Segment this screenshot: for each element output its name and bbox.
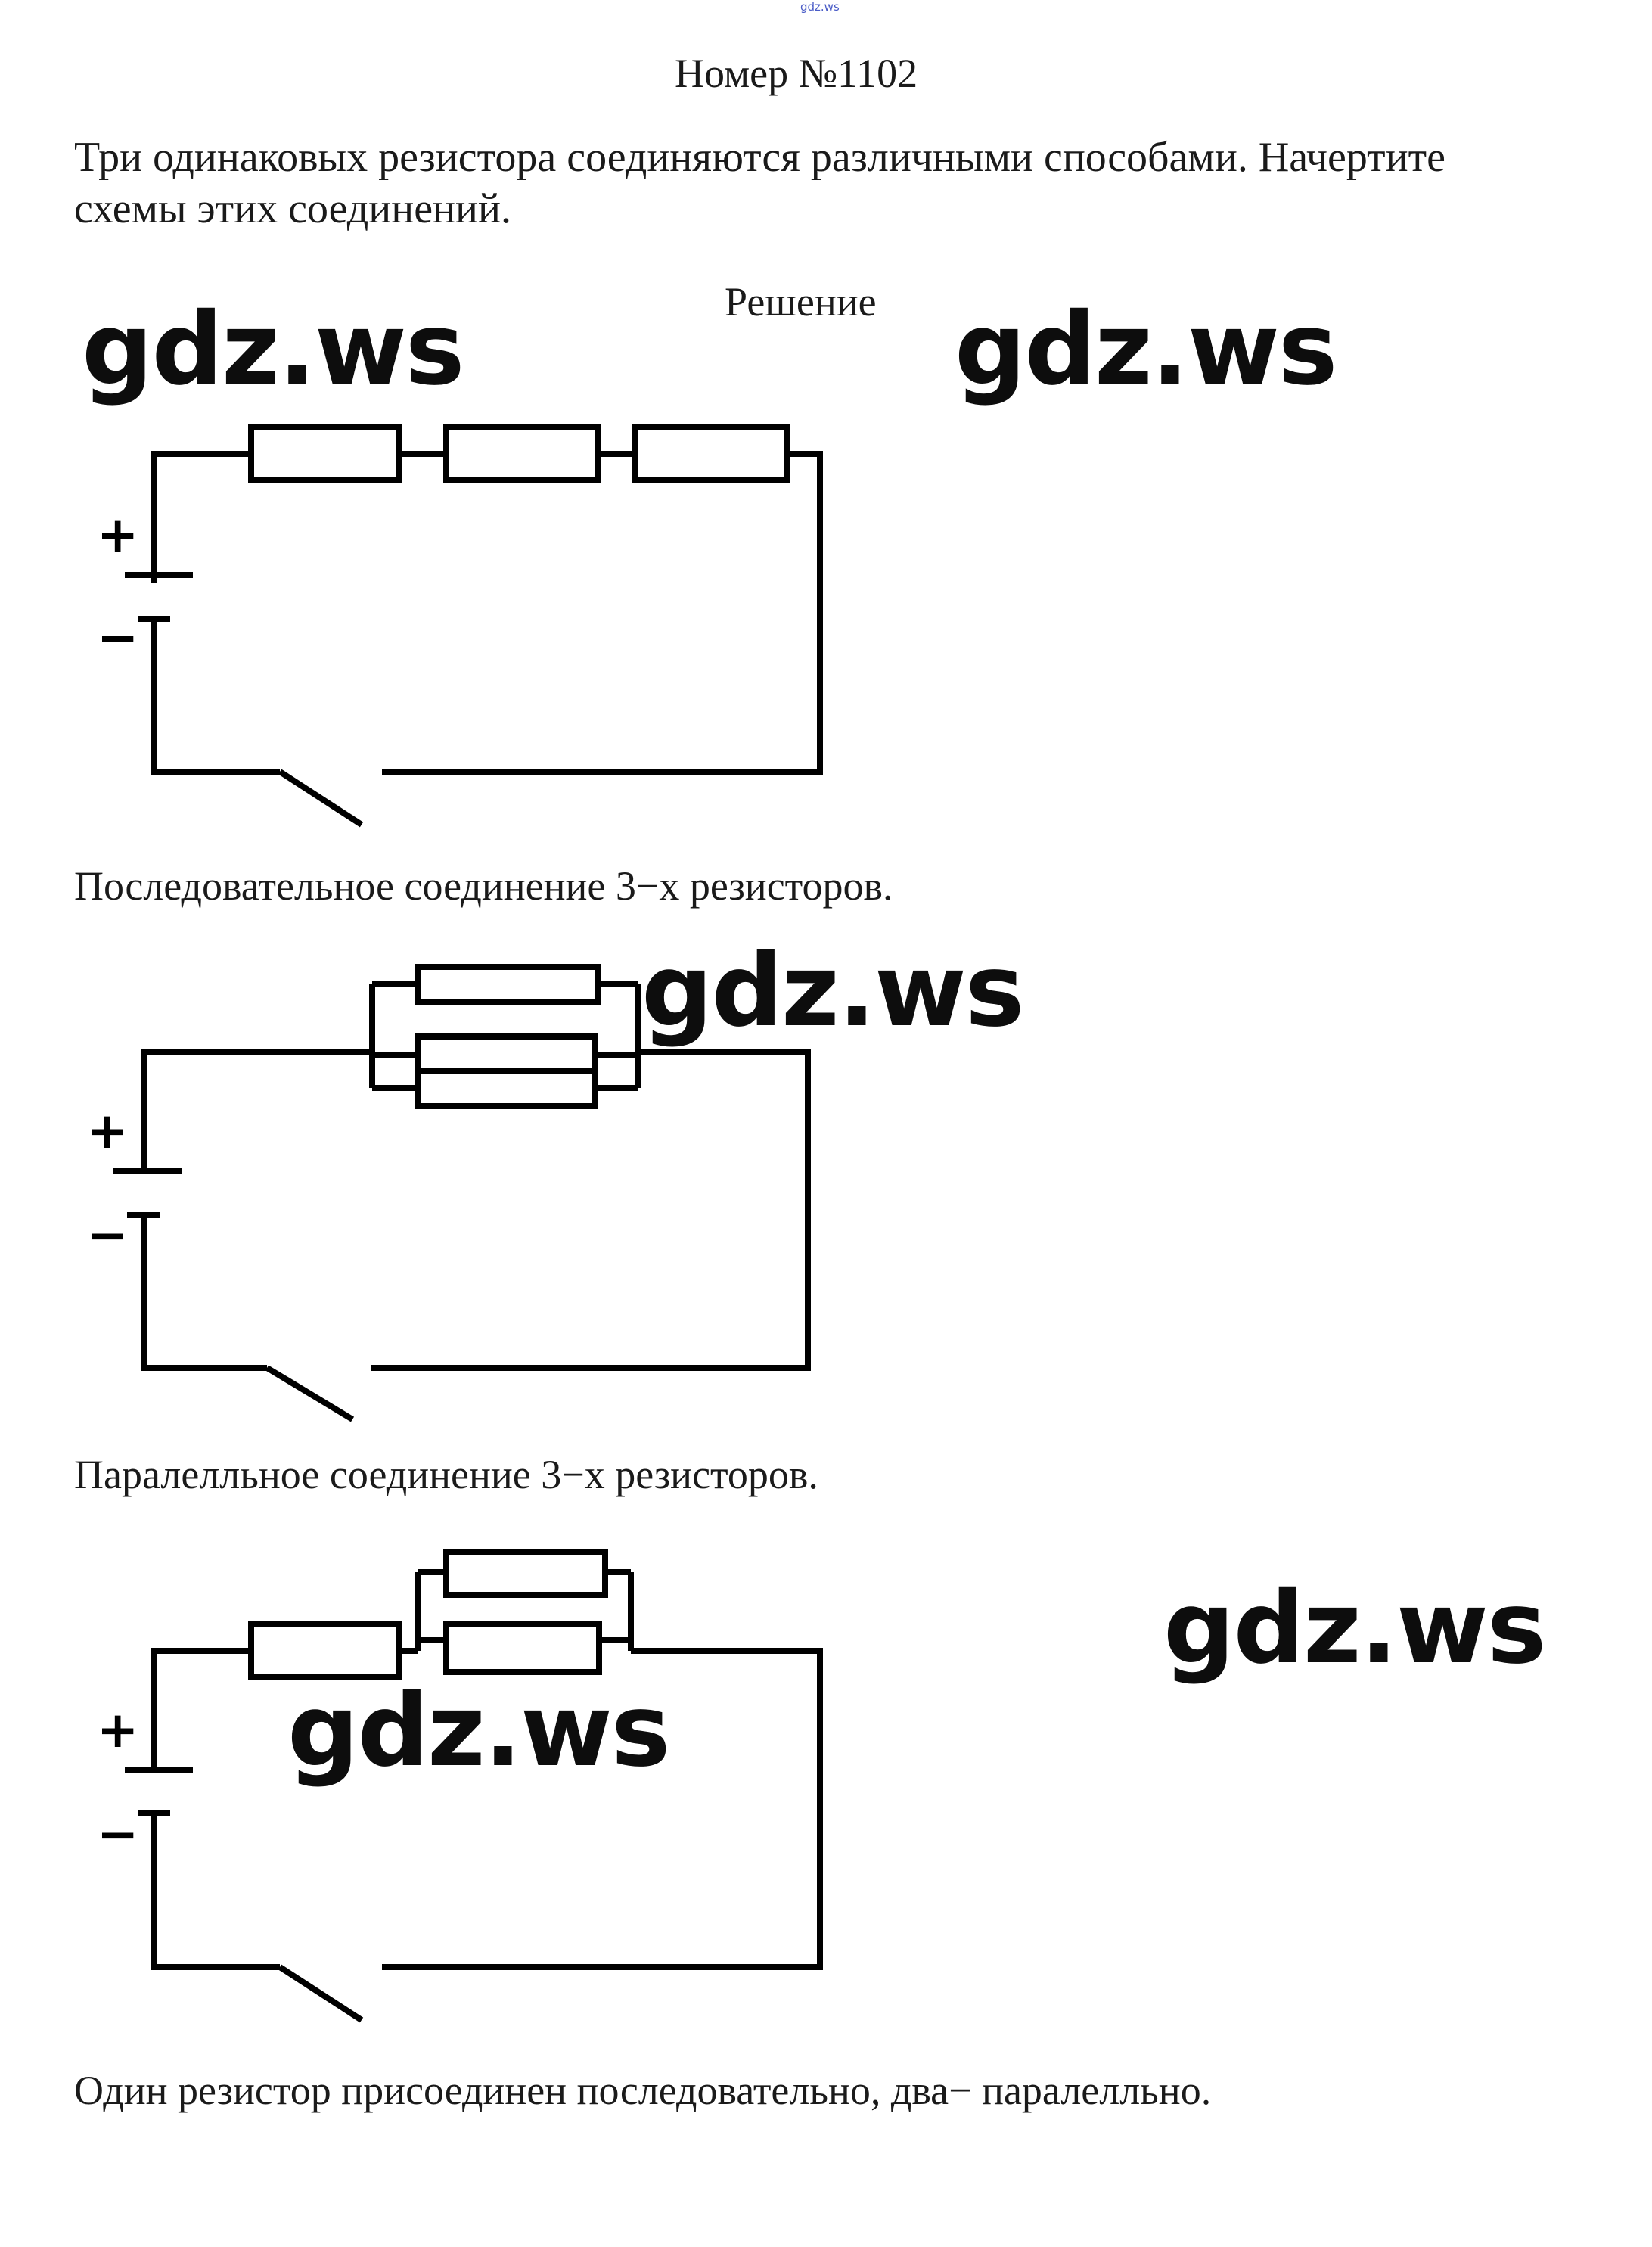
watermark: gdz.ws bbox=[955, 291, 1337, 408]
switch-lever bbox=[278, 769, 364, 828]
problem-text-line-1: Три одинаковых резистора соединяются раз… bbox=[74, 134, 1446, 181]
problem-text-line-2: схемы этих соединений. bbox=[74, 185, 511, 232]
watermark: gdz.ws bbox=[287, 1673, 670, 1789]
resistor-series bbox=[248, 1621, 402, 1680]
plus-sign: + bbox=[97, 505, 139, 564]
top-watermark: gdz.ws bbox=[800, 0, 840, 14]
watermark: gdz.ws bbox=[82, 291, 464, 408]
wire bbox=[382, 451, 823, 775]
caption-parallel: Паралелльное соединение 3−х резисторов. bbox=[74, 1452, 818, 1497]
wire bbox=[151, 1813, 280, 1970]
caption-mixed: Один резистор присоединен последовательн… bbox=[74, 2068, 1212, 2113]
watermark: gdz.ws bbox=[1163, 1570, 1546, 1686]
solution-label: Решение bbox=[725, 279, 877, 325]
resistor-3 bbox=[415, 1068, 598, 1109]
plus-sign: + bbox=[97, 1701, 139, 1759]
minus-sign: − bbox=[97, 608, 139, 667]
resistor-1 bbox=[415, 964, 601, 1005]
minus-sign: − bbox=[97, 1805, 139, 1863]
watermark: gdz.ws bbox=[641, 933, 1024, 1049]
wire bbox=[151, 1648, 251, 1770]
resistor-2 bbox=[443, 424, 601, 483]
plus-sign: + bbox=[86, 1102, 129, 1160]
wire bbox=[141, 1049, 372, 1171]
page-title: Номер №1102 bbox=[675, 51, 918, 96]
wire bbox=[371, 1049, 811, 1371]
wire bbox=[141, 1215, 267, 1371]
resistor-1 bbox=[248, 424, 402, 483]
switch-lever bbox=[265, 1365, 355, 1422]
wire bbox=[382, 1648, 823, 1970]
minus-sign: − bbox=[86, 1206, 129, 1264]
resistor-parallel-1 bbox=[443, 1549, 608, 1598]
resistor-parallel-2 bbox=[443, 1621, 602, 1675]
switch-lever bbox=[278, 1964, 364, 2023]
resistor-3 bbox=[632, 424, 790, 483]
wire bbox=[151, 451, 251, 583]
caption-series: Последовательное соединение 3−х резистор… bbox=[74, 863, 893, 909]
wire bbox=[151, 619, 280, 775]
